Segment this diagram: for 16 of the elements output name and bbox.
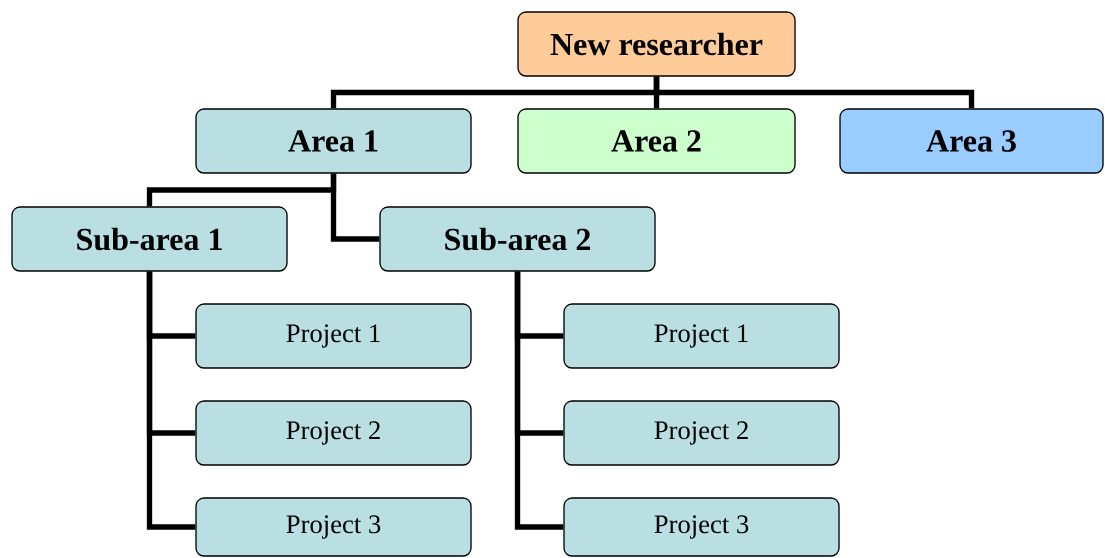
- area-box: Area 2: [517, 108, 796, 174]
- root-box: New researcher: [517, 11, 796, 77]
- project-box: Project 2: [563, 400, 840, 466]
- area-box: Area 1: [195, 108, 472, 174]
- project-box: Project 1: [563, 303, 840, 369]
- project-box: Project 3: [195, 497, 472, 557]
- sub-area-box: Sub-area 2: [379, 206, 656, 272]
- connector-line: [330, 173, 380, 242]
- connector-line: [514, 271, 564, 530]
- project-box: Project 3: [563, 497, 840, 557]
- project-box: Project 1: [195, 303, 472, 369]
- connector-line: [653, 76, 975, 109]
- project-box: Project 2: [195, 400, 472, 466]
- sub-area-box: Sub-area 1: [11, 206, 288, 272]
- connector-line: [146, 271, 196, 530]
- area-box: Area 3: [839, 108, 1104, 174]
